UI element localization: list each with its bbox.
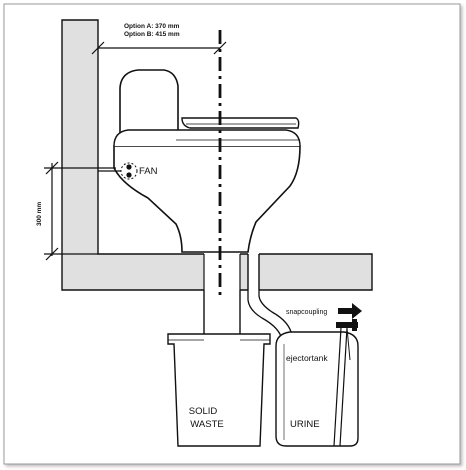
solid-waste-container: [167, 333, 271, 447]
snapcoupling-fitting: [336, 322, 358, 328]
toilet-seat-lid: [181, 117, 300, 129]
floor-opening-solid: [204, 253, 240, 291]
toilet-body: [113, 145, 301, 253]
ejector-tank-label: ejectortank: [286, 353, 328, 363]
snapcoupling-arrow: [338, 303, 362, 319]
urine-hose-inner: [258, 254, 293, 346]
ejector-tube-inner: [339, 327, 348, 447]
height-label: 300 mm: [36, 202, 43, 226]
wall-and-floor: [61, 19, 373, 291]
solid-waste-label-line1: SOLID: [189, 406, 218, 417]
option-a-label: Option A: 370 mm: [124, 23, 180, 30]
ejector-tube-outer: [333, 327, 342, 447]
urine-label: URINE: [290, 419, 320, 430]
solid-waste-label-line2: WASTE: [190, 419, 223, 430]
fan-icon: [126, 164, 132, 170]
snapcoupling-label: snapcoupling: [286, 309, 327, 316]
fan-label: FAN: [139, 166, 158, 177]
toilet-lid: [119, 69, 179, 146]
option-b-label: Option B: 415 mm: [124, 31, 180, 38]
toilet-rim: [113, 129, 301, 147]
ejector-tank: [275, 331, 359, 447]
floor-opening-urine: [248, 253, 259, 291]
